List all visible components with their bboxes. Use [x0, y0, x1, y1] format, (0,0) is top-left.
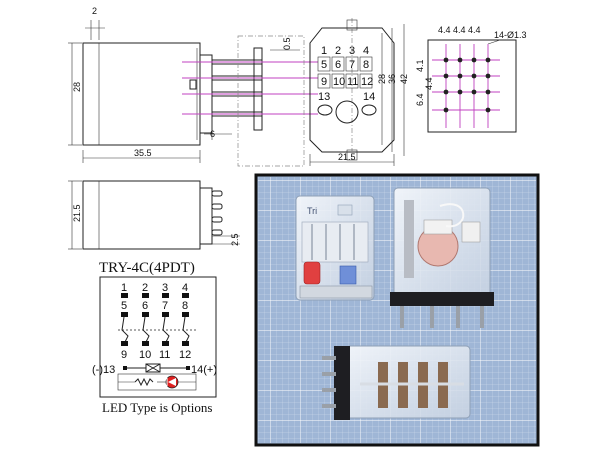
dim-2-5: 2.5 [230, 233, 240, 246]
side-pins [211, 190, 223, 236]
svg-text:3: 3 [349, 45, 355, 57]
svg-text:4: 4 [182, 282, 188, 294]
coil-circuit: (-)13 14(+) [92, 363, 217, 391]
top-pin-labels: 1 2 3 4 [121, 282, 188, 294]
pcb-hole-note: 14-Ø1.3 [494, 30, 527, 40]
product-photo: Tri [254, 173, 540, 447]
coil-negative-label: (-)13 [92, 364, 115, 376]
dim-6: 6 [210, 129, 215, 139]
dim-21-5-side: 21.5 [72, 204, 82, 222]
dim-2: 2 [92, 6, 97, 16]
svg-text:4.1: 4.1 [415, 59, 425, 72]
svg-text:11: 11 [347, 76, 358, 88]
svg-text:1: 1 [121, 282, 127, 294]
pcb-pitch-label: 4.4 4.4 4.4 [438, 25, 481, 35]
svg-text:5: 5 [121, 300, 127, 312]
relay-photo-front: Tri [295, 195, 375, 301]
pcb-holes [432, 44, 500, 128]
svg-text:5: 5 [321, 59, 327, 71]
bottom-pin-labels: 9 10 11 12 [121, 349, 191, 361]
svg-text:4.4: 4.4 [424, 77, 434, 90]
terminal-row-2: 5 6 7 8 [317, 56, 373, 72]
side-body-outline [82, 180, 201, 250]
front-view: 2 28 35.5 6 0.5 [68, 6, 318, 167]
photo-brand-text: Tri [307, 206, 317, 216]
terminal-face-outline [309, 27, 395, 153]
schematic-frame [99, 276, 217, 398]
svg-text:14: 14 [363, 91, 375, 103]
svg-text:10: 10 [333, 76, 345, 88]
svg-text:13: 13 [318, 91, 330, 103]
svg-text:7: 7 [349, 59, 355, 71]
terminal-row-3: 9 10 11 12 [317, 73, 373, 89]
mid-pin-labels: 5 6 7 8 [121, 300, 188, 312]
svg-text:4: 4 [363, 45, 369, 57]
dim-36: 36 [387, 74, 397, 84]
schematic-title: TRY-4C(4PDT) [99, 260, 195, 276]
svg-text:6.4: 6.4 [415, 93, 425, 106]
resistor-symbol [134, 377, 154, 387]
svg-text:2: 2 [335, 45, 341, 57]
dim-28: 28 [72, 82, 82, 92]
pcb-hole-layout: 4.4 4.4 4.4 14-Ø1.3 4.1 6.4 4.4 [415, 25, 527, 133]
led-option-note: LED Type is Options [102, 400, 212, 415]
contact-symbols [118, 293, 196, 346]
relay-photo-side [390, 187, 494, 328]
side-view: 21.5 2.5 [68, 180, 240, 250]
svg-text:1: 1 [321, 45, 327, 57]
wiring-schematic: TRY-4C(4PDT) 1 2 3 4 5 6 7 8 [92, 260, 217, 415]
svg-text:8: 8 [182, 300, 188, 312]
svg-text:7: 7 [162, 300, 168, 312]
dim-28-face: 28 [377, 74, 387, 84]
svg-text:8: 8 [363, 59, 369, 71]
terminal-row-1: 1 2 3 4 [321, 45, 369, 57]
dim-0-5: 0.5 [282, 37, 292, 50]
svg-text:6: 6 [142, 300, 148, 312]
photo-led [303, 261, 321, 285]
dim-42: 42 [399, 74, 409, 84]
coil-positive-label: 14(+) [191, 364, 217, 376]
svg-text:12: 12 [179, 349, 191, 361]
svg-text:9: 9 [321, 76, 327, 88]
svg-text:9: 9 [121, 349, 127, 361]
dim-21-5-face: 21.5 [338, 152, 356, 162]
svg-text:10: 10 [139, 349, 151, 361]
svg-text:6: 6 [335, 59, 341, 71]
coil-terminals: 13 14 [317, 91, 377, 124]
pcb-outline [427, 39, 517, 133]
dim-35-5: 35.5 [134, 148, 152, 158]
svg-text:11: 11 [159, 349, 170, 361]
relay-photo-flat [322, 345, 471, 420]
center-mount-hole [335, 100, 359, 124]
svg-text:12: 12 [361, 76, 373, 88]
terminal-face-view: 1 2 3 4 5 6 7 8 9 10 11 12 13 14 [309, 18, 409, 166]
svg-text:2: 2 [142, 282, 148, 294]
svg-text:3: 3 [162, 282, 168, 294]
